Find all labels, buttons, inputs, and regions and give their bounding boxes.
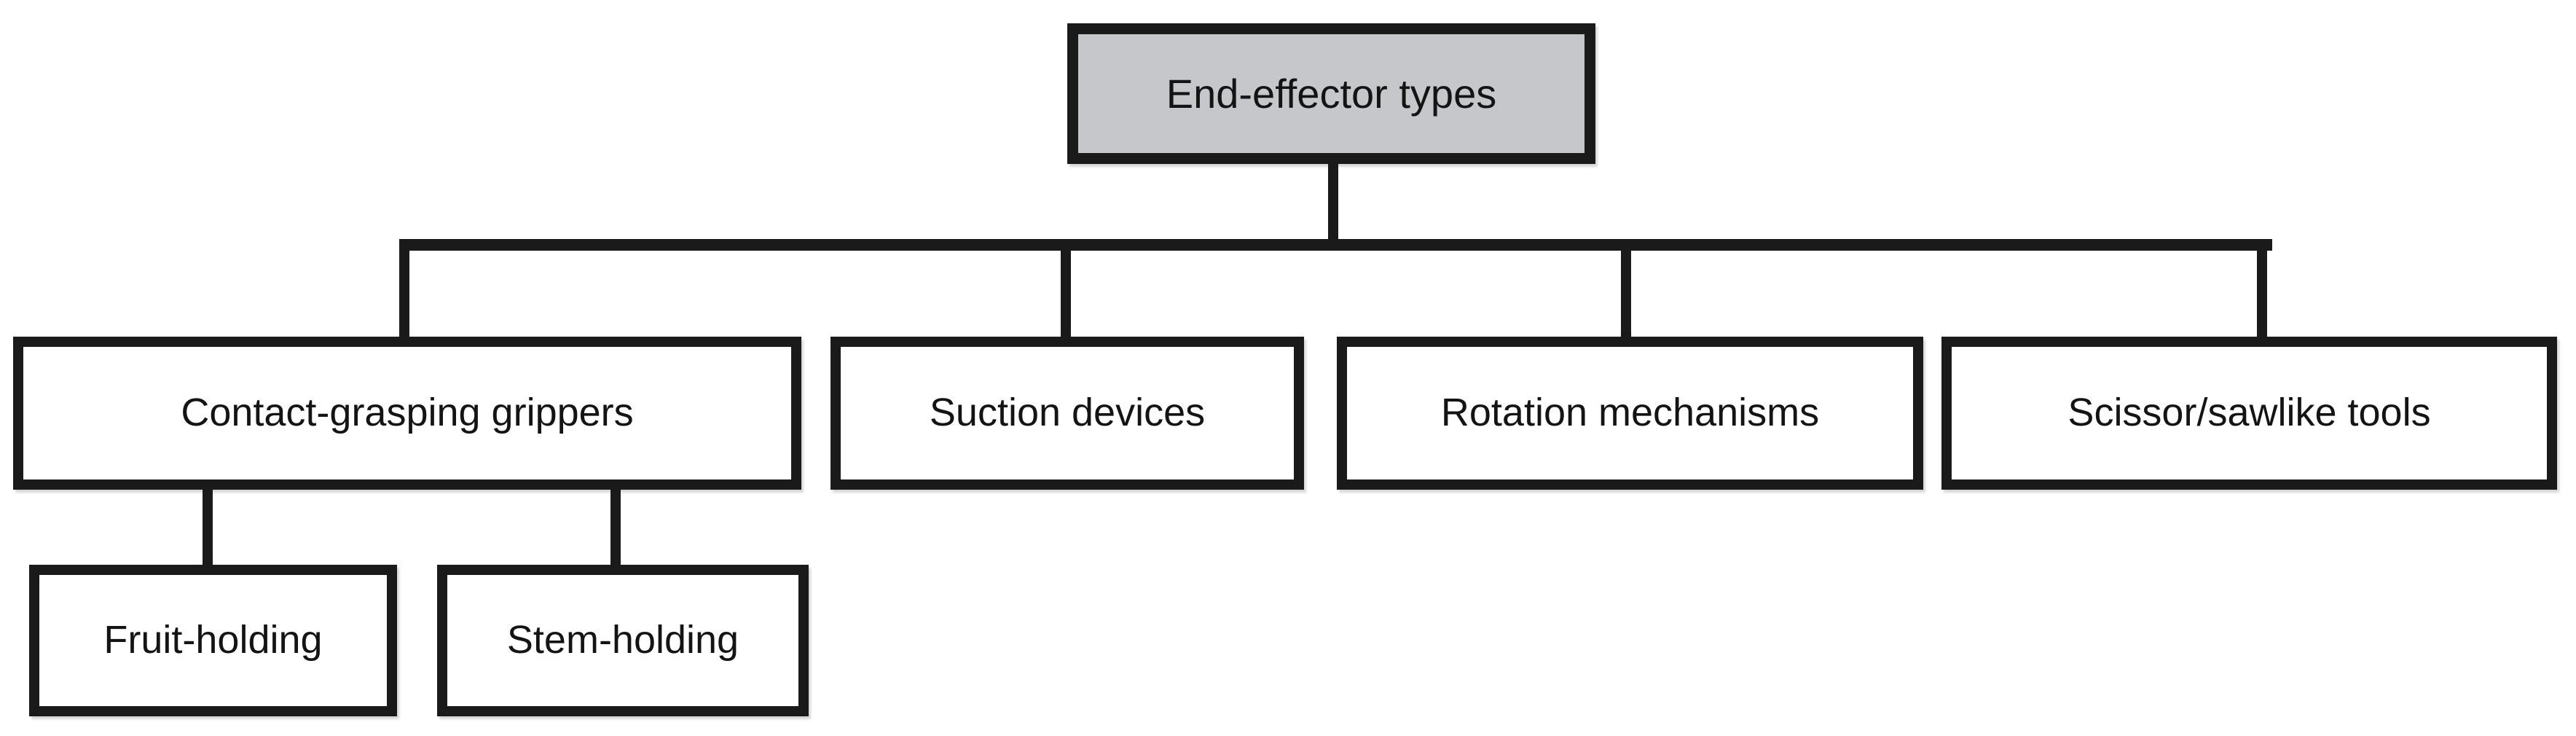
edge-drop-suction-devices [1061, 239, 1071, 341]
node-label: End-effector types [1166, 70, 1497, 117]
node-scissor-sawlike-tools[interactable]: Scissor/sawlike tools [1941, 337, 2557, 490]
node-contact-grasping-grippers[interactable]: Contact-grasping grippers [13, 337, 801, 490]
node-label: Scissor/sawlike tools [2068, 391, 2431, 435]
node-rotation-mechanisms[interactable]: Rotation mechanisms [1337, 337, 1923, 490]
node-label: Stem-holding [506, 618, 739, 662]
edge-drop-contact-grasping-grippers [399, 239, 409, 341]
edge-drop-rotation-mechanisms [1621, 239, 1631, 341]
node-label: Fruit-holding [103, 618, 323, 662]
node-label: Rotation mechanisms [1440, 391, 1820, 435]
node-label: Contact-grasping grippers [181, 391, 634, 435]
node-end-effector-types[interactable]: End-effector types [1067, 23, 1595, 164]
node-label: Suction devices [929, 391, 1206, 435]
node-suction-devices[interactable]: Suction devices [830, 337, 1304, 490]
node-stem-holding[interactable]: Stem-holding [437, 565, 809, 716]
edge-drop-scissor-sawlike-tools [2257, 239, 2267, 341]
edge-root-stub [1328, 160, 1338, 243]
edge-drop-fruit-holding [203, 485, 213, 569]
edge-drop-stem-holding [610, 485, 621, 569]
edge-horizontal-bus [404, 239, 2272, 251]
node-fruit-holding[interactable]: Fruit-holding [29, 565, 397, 716]
